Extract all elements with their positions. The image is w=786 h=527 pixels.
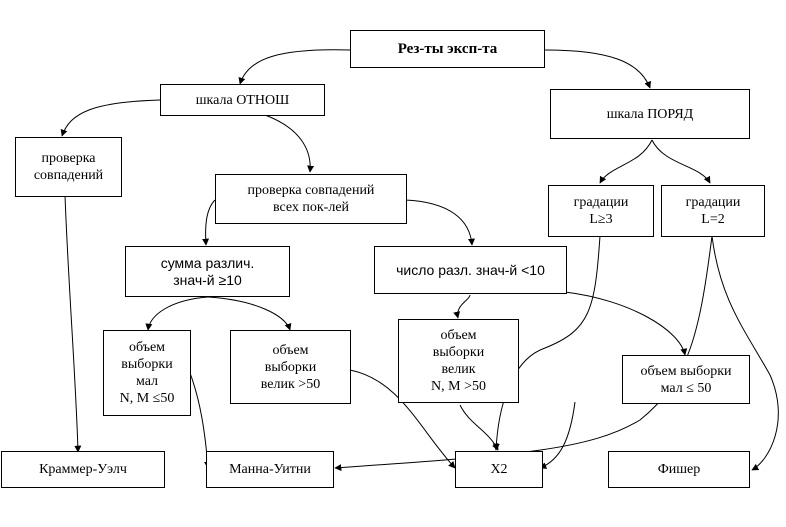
node-match-all: проверка совпадений всех пок-лей bbox=[215, 174, 407, 224]
edge-match-to-kramer bbox=[64, 194, 82, 453]
node-count-diff: число разл. знач-й <10 bbox=[374, 246, 567, 294]
node-small-sample: объем выборки мал N, M ≤50 bbox=[103, 330, 191, 416]
edge-grad2-to-fisher bbox=[711, 235, 779, 471]
node-mann: Манна-Уитни bbox=[206, 451, 334, 488]
edge-count-to-large2 bbox=[453, 294, 471, 319]
edge-order-to-grad3 bbox=[599, 139, 653, 184]
node-scale-ratio: шкала ОТНОШ bbox=[160, 84, 325, 116]
node-grad-ge3: градации L≥3 bbox=[548, 185, 654, 237]
edge-grad3-to-chi2 bbox=[492, 235, 601, 451]
node-sum-diff: сумма различ. знач-й ≥10 bbox=[125, 246, 290, 297]
edge-root-to-order bbox=[544, 49, 651, 89]
edge-sum-to-large1 bbox=[207, 296, 292, 331]
edge-order-to-grad2 bbox=[651, 139, 711, 184]
edge-count-to-small2 bbox=[564, 291, 688, 356]
node-large-sample-2: объем выборки велик N, M >50 bbox=[398, 319, 519, 403]
edge-ratio-to-match bbox=[60, 99, 161, 137]
edge-matchall-to-count bbox=[404, 199, 475, 246]
edge-matchall-to-sum bbox=[202, 199, 216, 246]
node-fisher: Фишер bbox=[608, 451, 750, 488]
edge-large2-to-chi2 bbox=[459, 404, 499, 451]
node-chi2: Х2 bbox=[455, 451, 543, 488]
node-kramer: Краммер-Уэлч bbox=[1, 451, 165, 488]
node-match-check: проверка совпадений bbox=[15, 137, 122, 197]
node-root: Рез-ты эксп-та bbox=[350, 30, 545, 68]
node-grad-eq2: градации L=2 bbox=[661, 185, 765, 237]
node-scale-order: шкала ПОРЯД bbox=[550, 89, 750, 139]
edge-sum-to-small bbox=[145, 296, 209, 331]
edge-small2-to-chi2 bbox=[539, 401, 576, 469]
edge-ratio-to-matchall bbox=[264, 114, 315, 173]
node-large-sample-1: объем выборки велик >50 bbox=[230, 330, 351, 404]
edge-large1-to-chi2 bbox=[349, 369, 456, 469]
edge-root-to-ratio bbox=[238, 49, 351, 85]
node-small-sample-2: объем выборки мал ≤ 50 bbox=[622, 355, 750, 404]
